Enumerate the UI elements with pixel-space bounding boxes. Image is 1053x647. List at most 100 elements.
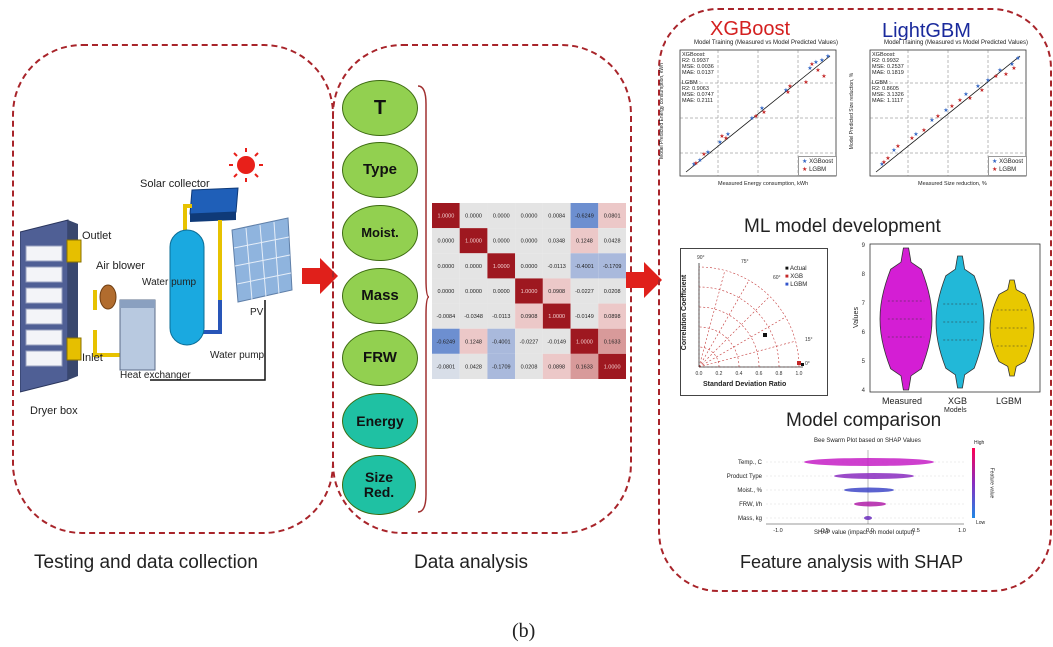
- shap-feature-label: Moist., %: [737, 488, 762, 494]
- heatmap-cell: [515, 203, 543, 229]
- heatmap-value: -0.0113: [492, 314, 510, 320]
- identity-line: [685, 55, 831, 173]
- scatter-point: ★: [753, 113, 758, 120]
- heatmap-cell: [598, 228, 626, 254]
- taylor-angle-label: 75°: [741, 259, 749, 265]
- taylor-x-tick: 0.2: [716, 371, 723, 377]
- scatter-point: ★: [1009, 61, 1014, 68]
- scatter-point: ★: [749, 115, 754, 122]
- heatmap-cell: [432, 328, 460, 354]
- storage-tank-icon: [169, 229, 205, 346]
- heatmap-value: -0.4001: [575, 264, 594, 270]
- data-analysis-caption: Data analysis: [414, 552, 529, 573]
- scatter-point: ★: [717, 139, 722, 146]
- lightgbm-plot-xlabel: Measured Size reduction, %: [918, 181, 987, 187]
- scatter-point: ★: [985, 77, 990, 84]
- shap-x-tick: -0.5: [819, 528, 828, 534]
- heatmap-value: 0.0208: [604, 289, 621, 295]
- heatmap-cell: [598, 253, 626, 279]
- heatmap-cell: [570, 253, 599, 279]
- solar-collector-icon: [189, 187, 239, 222]
- heatmap-value: 0.0000: [465, 264, 482, 270]
- scatter-point: ★: [943, 107, 948, 114]
- scatter-point: ★: [697, 157, 702, 164]
- taylor-point-actual: [801, 363, 804, 366]
- shap-colorbar: [972, 448, 975, 518]
- violin-y-tick: 5: [862, 359, 866, 365]
- heatmap-value: -0.6249: [575, 214, 594, 220]
- variable-oval-frw: FRW: [342, 330, 418, 386]
- pv-panel-icon: [231, 217, 293, 303]
- heatmap-cell: [598, 303, 626, 329]
- heatmap-value: 0.0348: [548, 239, 565, 245]
- scatter-point: ★: [949, 103, 954, 110]
- heatmap-value: 0.1248: [576, 239, 593, 245]
- scatter-point: ★: [809, 61, 814, 68]
- heatmap-cell: [598, 278, 626, 304]
- heatmap-value: 0.0000: [521, 264, 538, 270]
- heatmap-cell: [542, 228, 571, 254]
- heatmap-value: -0.0227: [575, 289, 594, 295]
- scatter-point: ★: [783, 87, 788, 94]
- heatmap-cell: [515, 328, 543, 354]
- shap-feature-label: Product Type: [727, 474, 763, 480]
- scatter-point: ★: [1015, 55, 1020, 62]
- shap-caption: Feature analysis with SHAP: [740, 552, 964, 572]
- taylor-x-tick: 0.4: [736, 371, 743, 377]
- heatmap-value: 0.0084: [548, 214, 565, 220]
- heatmap-cell: [515, 253, 543, 279]
- scatter-point: ★: [967, 95, 972, 102]
- scatter-point: ★: [803, 79, 808, 86]
- scatter-point: ★: [1011, 65, 1016, 72]
- heatmap-cell: [432, 353, 460, 379]
- taylor-angle-label: 60°: [773, 275, 781, 281]
- heatmap-cell: [432, 228, 460, 254]
- heatmap-cell: [432, 278, 460, 304]
- violin-xlabel: Models: [944, 407, 967, 414]
- scatter-point: ★: [759, 105, 764, 112]
- correlation-heatmap: 1.0000 0.0000 0.0000 0.0000 0.0084 -0.6249 0.0…: [432, 203, 626, 379]
- taylor-point-lgbm: [763, 333, 767, 337]
- scatter-point: ★: [957, 97, 962, 104]
- figure-label: (b): [512, 620, 536, 642]
- heatmap-value: 1.0000: [604, 364, 621, 370]
- shap-feature-label: Temp., C: [738, 460, 763, 466]
- heatmap-cell: [598, 203, 626, 229]
- scatter-point: ★: [691, 161, 696, 168]
- scatter-point: ★: [895, 143, 900, 150]
- dryer-box-icon: [20, 219, 82, 393]
- water-pump-label-2: Water pump: [210, 350, 265, 361]
- heatmap-value: 0.0428: [465, 364, 482, 370]
- heatmap-cell: [459, 253, 488, 279]
- scatter-point: ★: [979, 87, 984, 94]
- heatmap-cell: [542, 253, 571, 279]
- taylor-spoke: [698, 280, 750, 368]
- heatmap-cell: [542, 328, 571, 354]
- heatmap-value: 0.0000: [493, 239, 510, 245]
- taylor-arc: [698, 266, 800, 368]
- heatmap-cell: [515, 228, 543, 254]
- xgboost-scatter-plot: Model Training (Measured vs Model Predic…: [659, 40, 846, 190]
- heatmap-cell: [459, 303, 488, 329]
- heatmap-value: -0.0084: [437, 314, 456, 320]
- water-pump-label-1: Water pump: [142, 277, 197, 288]
- heatmap-value: 1.0000: [576, 339, 593, 345]
- scatter-point: ★: [885, 155, 890, 162]
- heat-exchanger-label: Heat exchanger: [120, 370, 191, 381]
- taylor-arc: [698, 346, 720, 368]
- taylor-angle-label: 15°: [805, 337, 813, 343]
- heatmap-value: 1.0000: [548, 314, 565, 320]
- shap-feature-label: Mass, kg: [738, 516, 762, 522]
- scatter-point: ★: [693, 160, 698, 167]
- taylor-xlabel: Standard Deviation Ratio: [703, 381, 787, 388]
- scatter-point: ★: [975, 83, 980, 90]
- heatmap-value: 0.0000: [437, 264, 454, 270]
- heatmap-value: 0.0208: [521, 364, 538, 370]
- shap-feature-label: FRW, l/h: [739, 502, 762, 508]
- scatter-point: ★: [963, 91, 968, 98]
- heatmap-value: 0.0000: [493, 289, 510, 295]
- variable-oval-type: Type: [342, 142, 418, 198]
